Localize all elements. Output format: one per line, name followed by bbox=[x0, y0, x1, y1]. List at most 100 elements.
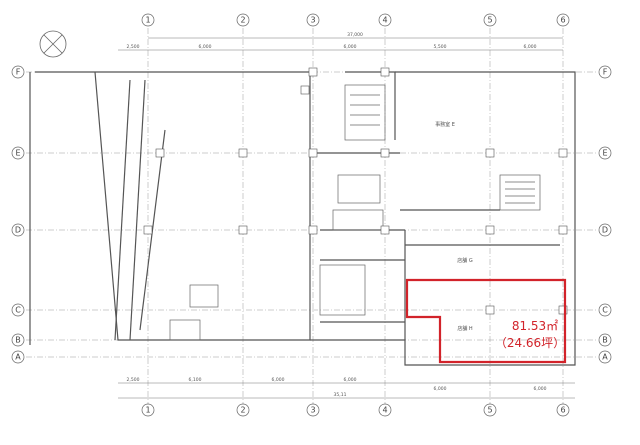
grid-label-text: F bbox=[603, 68, 608, 77]
grid-bubble bbox=[598, 146, 612, 160]
grid-label-text: C bbox=[15, 306, 21, 315]
grid-label-text: 1 bbox=[145, 16, 150, 25]
structural-column bbox=[143, 225, 153, 235]
grid-label-text: 4 bbox=[382, 16, 387, 25]
dimension-top: 5,500 bbox=[434, 44, 447, 50]
stair-core bbox=[169, 84, 541, 341]
grid-column-label: 3 bbox=[306, 403, 320, 417]
structural-column bbox=[300, 85, 310, 95]
dimension-top: 6,000 bbox=[199, 44, 212, 50]
grid-label-text: B bbox=[602, 336, 608, 345]
grid-column-label: 3 bbox=[306, 13, 320, 27]
grid-bubble bbox=[141, 403, 155, 417]
dimension-bottom: 6,000 bbox=[344, 377, 357, 383]
grid-row-label: A bbox=[11, 350, 25, 364]
grid-bubble bbox=[598, 223, 612, 237]
structural-column bbox=[558, 305, 568, 315]
grid-column-label: 6 bbox=[556, 13, 570, 27]
grid-label-text: 6 bbox=[560, 406, 565, 415]
grid-bubble bbox=[11, 146, 25, 160]
room-label-shop-h: 店舗 H bbox=[457, 325, 473, 332]
grid-bubble bbox=[11, 223, 25, 237]
structural-column bbox=[558, 225, 568, 235]
dimension-top: 6,000 bbox=[344, 44, 357, 50]
grid-bubble bbox=[11, 303, 25, 317]
grid-bubble bbox=[236, 403, 250, 417]
north-compass-icon bbox=[39, 30, 67, 58]
structural-column bbox=[380, 148, 390, 158]
grid-label-text: 5 bbox=[487, 406, 492, 415]
grid-bubble bbox=[598, 303, 612, 317]
room-label-office: 事務室 E bbox=[435, 121, 455, 128]
structural-column bbox=[380, 225, 390, 235]
grid-row-label: D bbox=[11, 223, 25, 237]
grid-column-label: 5 bbox=[483, 403, 497, 417]
grid-row-label: F bbox=[598, 65, 612, 79]
structural-column bbox=[380, 67, 390, 77]
grid-label-text: B bbox=[15, 336, 21, 345]
dimension-bottom: 6,000 bbox=[434, 386, 447, 392]
structural-column bbox=[485, 305, 495, 315]
grid-bubble bbox=[378, 403, 392, 417]
grid-row-label: A bbox=[598, 350, 612, 364]
grid-column-label: 1 bbox=[141, 13, 155, 27]
grid-bubble bbox=[556, 13, 570, 27]
grid-bubble bbox=[306, 403, 320, 417]
grid-bubble bbox=[236, 13, 250, 27]
grid-bubble bbox=[11, 350, 25, 364]
grid-bubble bbox=[598, 333, 612, 347]
grid-bubble bbox=[556, 403, 570, 417]
structural-column bbox=[485, 225, 495, 235]
grid-row-label: F bbox=[11, 65, 25, 79]
dimension-bottom: 2,500 bbox=[127, 377, 140, 383]
grid-column-label: 1 bbox=[141, 403, 155, 417]
structural-column bbox=[308, 148, 318, 158]
room-label-shop-g: 店舗 G bbox=[457, 257, 473, 264]
grid-bubble bbox=[378, 13, 392, 27]
grid-label-text: 4 bbox=[382, 406, 387, 415]
building-walls bbox=[29, 71, 576, 366]
dimension-bottom: 6,000 bbox=[534, 386, 547, 392]
structural-column bbox=[485, 148, 495, 158]
grid-column-label: 2 bbox=[236, 13, 250, 27]
grid-row-label: C bbox=[11, 303, 25, 317]
grid-label-text: A bbox=[15, 353, 21, 362]
grid-bubble bbox=[141, 13, 155, 27]
grid-label-text: 2 bbox=[240, 16, 245, 25]
grid-label-text: 1 bbox=[145, 406, 150, 415]
dimension-top: 2,500 bbox=[127, 44, 140, 50]
grid-row-label: B bbox=[598, 333, 612, 347]
grid-row-label: B bbox=[11, 333, 25, 347]
grid-label-text: 3 bbox=[310, 16, 315, 25]
grid-label-text: E bbox=[602, 149, 607, 158]
grid-row-label: E bbox=[598, 146, 612, 160]
grid-column-label: 5 bbox=[483, 13, 497, 27]
grid-bubble bbox=[11, 333, 25, 347]
grid-row-label: E bbox=[11, 146, 25, 160]
grid-column-label: 4 bbox=[378, 13, 392, 27]
grid-bubble bbox=[483, 403, 497, 417]
grid-column-label: 2 bbox=[236, 403, 250, 417]
grid-label-text: D bbox=[15, 226, 21, 235]
grid-column-label: 6 bbox=[556, 403, 570, 417]
structural-column bbox=[308, 67, 318, 77]
dimension-lines bbox=[118, 37, 575, 399]
unit-area-tsubo: （24.66坪） bbox=[495, 336, 565, 350]
grid-bubble bbox=[598, 65, 612, 79]
grid-label-text: 5 bbox=[487, 16, 492, 25]
grid-bubble bbox=[306, 13, 320, 27]
grid-label-text: E bbox=[15, 149, 20, 158]
dimension-bottom-total: 35,11 bbox=[334, 392, 347, 398]
grid-row-label: C bbox=[598, 303, 612, 317]
unit-area-sqm: 81.53㎡ bbox=[512, 319, 558, 333]
dimension-top: 6,000 bbox=[524, 44, 537, 50]
structural-column bbox=[238, 225, 248, 235]
grid-label-text: F bbox=[16, 68, 21, 77]
structural-column bbox=[238, 148, 248, 158]
structural-column bbox=[558, 148, 568, 158]
grid-label-text: C bbox=[602, 306, 608, 315]
grid-bubble bbox=[483, 13, 497, 27]
structural-column bbox=[308, 225, 318, 235]
dimension-bottom: 6,000 bbox=[272, 377, 285, 383]
